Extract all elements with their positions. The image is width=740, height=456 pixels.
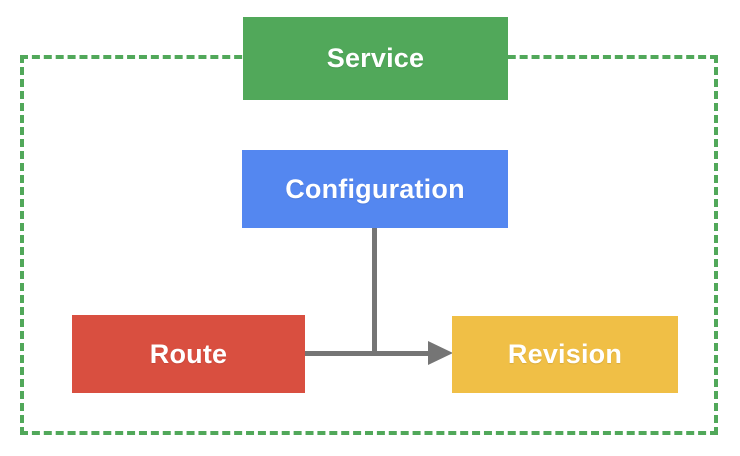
node-configuration[interactable]: Configuration: [242, 150, 508, 228]
node-route-label: Route: [149, 338, 228, 369]
node-configuration-label: Configuration: [285, 173, 465, 204]
node-service-label: Service: [326, 43, 425, 73]
edge-configuration-to-revision: [372, 228, 377, 354]
node-route[interactable]: Route: [72, 315, 305, 393]
node-revision[interactable]: Revision: [452, 316, 678, 393]
node-service[interactable]: Service: [243, 17, 508, 100]
edge-route-to-revision: [305, 351, 430, 356]
arrowhead-icon: [428, 341, 453, 365]
node-revision-label: Revision: [507, 339, 623, 369]
